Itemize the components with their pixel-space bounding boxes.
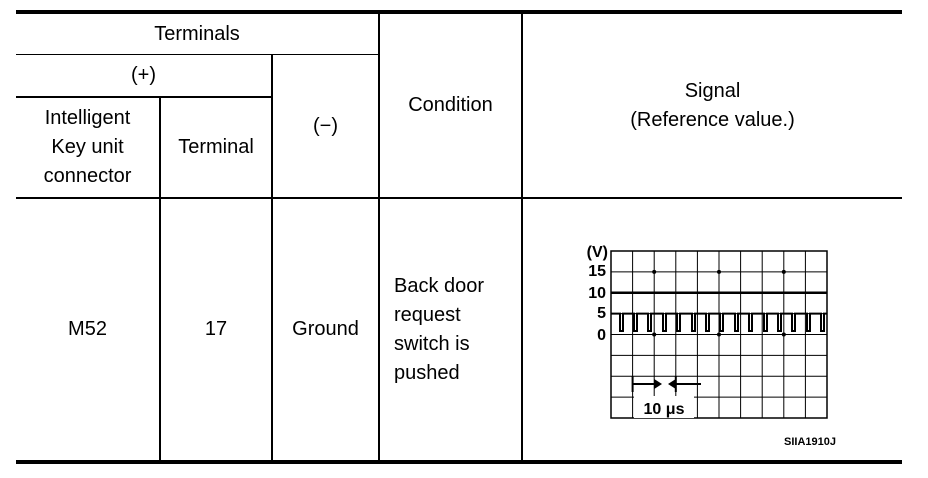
header-terminal: Terminal xyxy=(178,136,254,158)
col-divider-2 xyxy=(271,54,273,462)
table-top-rule xyxy=(16,10,902,14)
y-tick-label: 15 xyxy=(588,263,606,280)
row-connector: M52 xyxy=(68,318,107,340)
col-divider-4 xyxy=(521,14,523,462)
y-tick-label: 0 xyxy=(597,327,606,344)
row-terminal: 17 xyxy=(204,318,228,340)
header-condition: Condition xyxy=(408,94,493,116)
col-divider-3 xyxy=(378,14,380,462)
scope-dots xyxy=(652,269,786,337)
row-minus: Ground xyxy=(292,318,359,340)
header-plus: (+) xyxy=(131,64,156,86)
header-bottom-rule xyxy=(16,197,902,199)
row-condition: Back door request switch is pushed xyxy=(394,274,485,384)
y-tick-label: 10 xyxy=(588,285,606,302)
time-div-label: 10 μs xyxy=(644,401,685,418)
col-divider-1 xyxy=(159,98,161,462)
header-terminals: Terminals xyxy=(154,22,240,45)
header-signal: Signal (Reference value.) xyxy=(630,79,795,131)
time-label-bg xyxy=(634,396,694,418)
terminals-divider xyxy=(16,54,378,55)
y-tick-label: 5 xyxy=(597,305,606,322)
y-unit-label: (V) xyxy=(587,244,608,261)
table-bottom-rule xyxy=(16,460,902,464)
plus-divider xyxy=(16,96,272,98)
signal-waveform xyxy=(611,312,827,332)
figure-code: SIIA1910J xyxy=(784,436,836,448)
header-connector: Intelligent Key unit connector xyxy=(43,107,132,187)
header-minus: (−) xyxy=(313,114,338,137)
time-div-marker xyxy=(631,376,701,392)
oscilloscope-graph: (V) 15 10 5 0 10 μs SIIA1910J xyxy=(587,244,836,448)
